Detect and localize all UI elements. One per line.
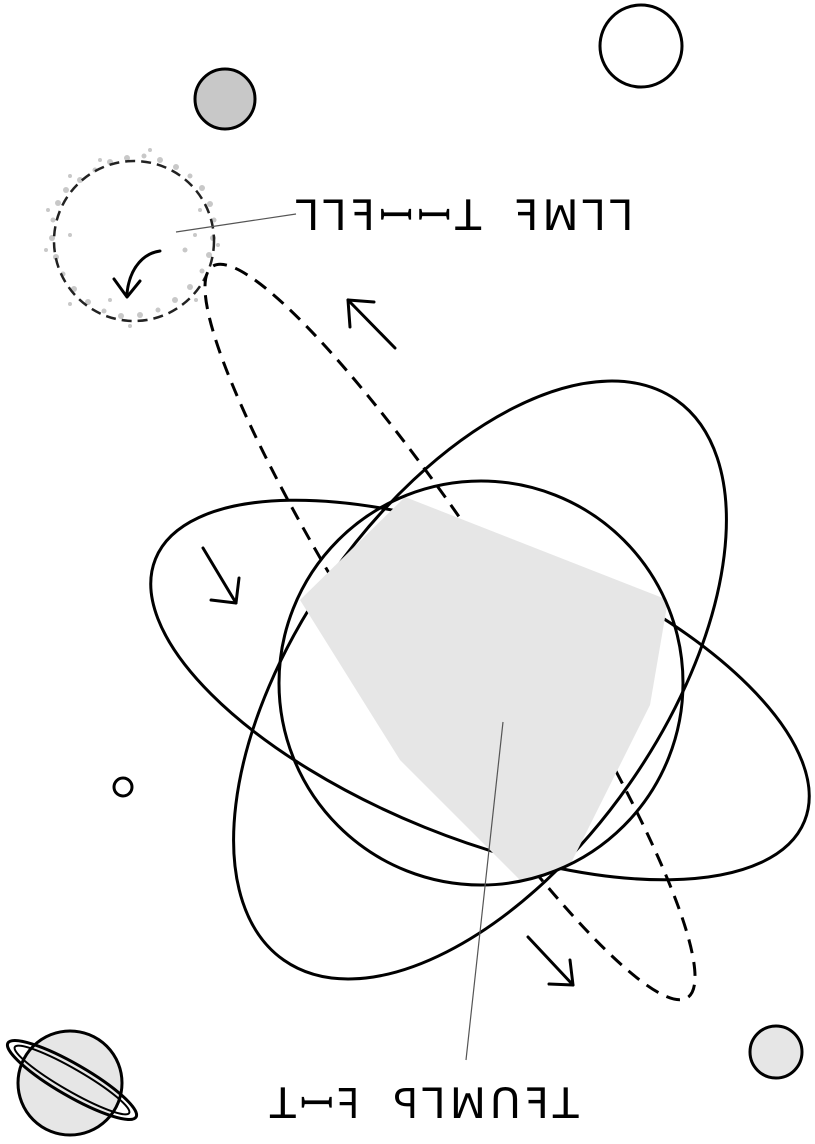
leader-line-top: [176, 214, 296, 232]
direction-arrow-upper: [348, 300, 395, 348]
direction-arrow-lower: [528, 937, 573, 985]
tiny-star: [114, 778, 132, 796]
direction-arrow-left: [203, 548, 239, 603]
label-the-planet: ꓕꟷꟻ ꟼꓶꟽꓵꟻꓕ: [269, 1079, 583, 1128]
dust-cloud: [44, 148, 220, 328]
grey-moon: [195, 69, 255, 129]
white-planet: [600, 5, 682, 87]
label-dust-object: ꓶ⅂ꟻꟷꟷꓕ ꟻꟽꓶꓶ: [296, 191, 637, 240]
dusty-object-outline: [54, 161, 214, 321]
ringed-planet-icon: [0, 1029, 144, 1135]
planet-shaded-region: [300, 497, 668, 885]
grey-planet-small: [750, 1026, 802, 1078]
rotation-arrow: [114, 251, 160, 297]
